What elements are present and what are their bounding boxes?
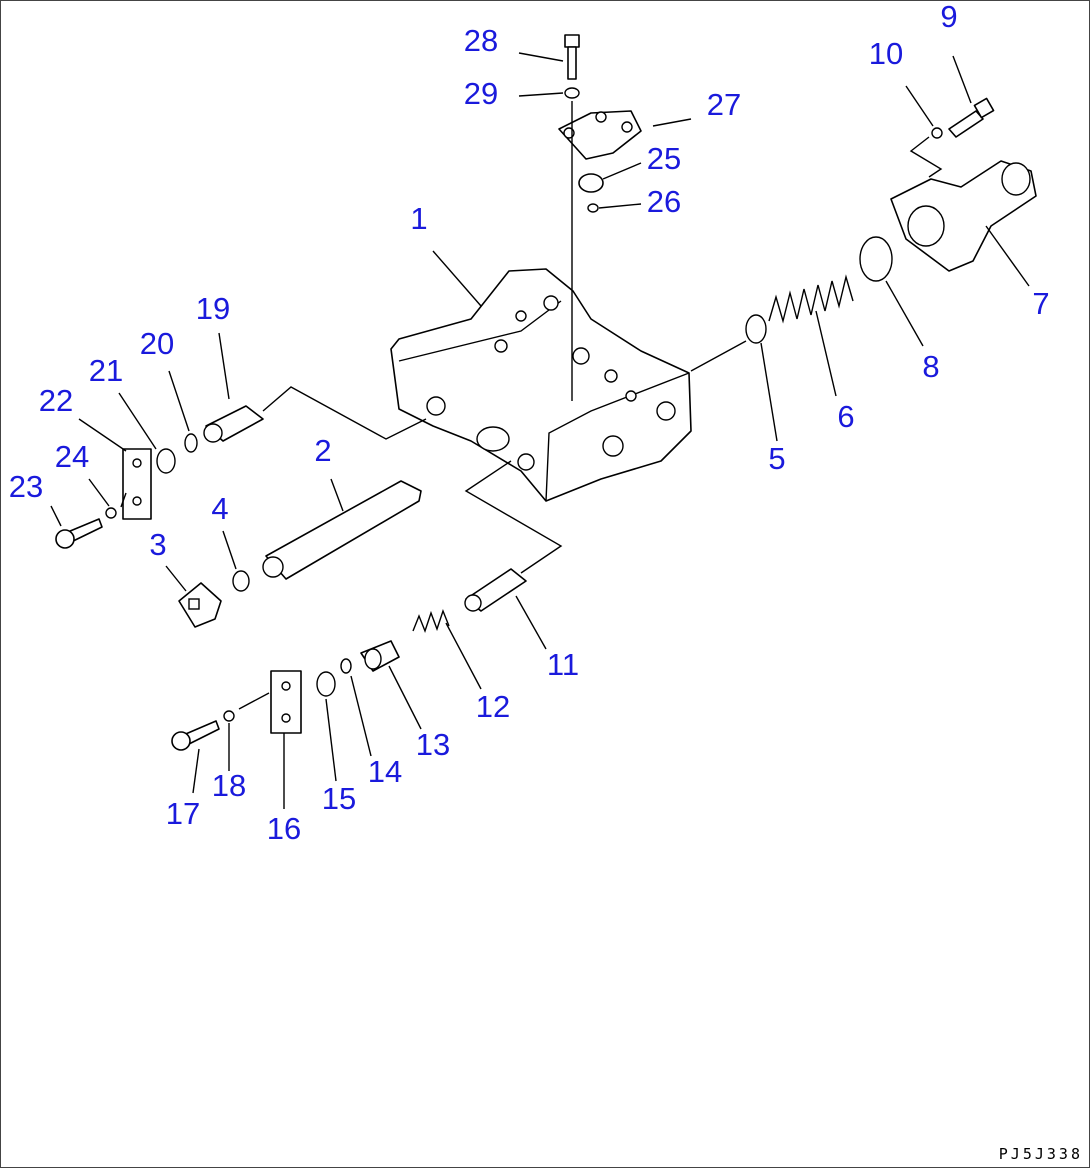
callout-18: 18	[212, 768, 246, 803]
part-22-plate	[122, 448, 152, 520]
part-16-plate	[270, 670, 302, 734]
part-1-valve-body	[390, 268, 692, 502]
callout-24: 24	[55, 439, 89, 474]
callout-10: 10	[869, 36, 903, 71]
part-24-washer	[105, 507, 117, 519]
callout-17: 17	[166, 796, 200, 831]
part-19-sleeve	[203, 405, 264, 443]
callout-28: 28	[464, 23, 498, 58]
part-8-gasket	[859, 236, 893, 282]
part-6-spring	[768, 274, 854, 324]
diagram-code: PJ5J338	[998, 1145, 1083, 1163]
callout-4: 4	[211, 491, 228, 526]
part-23-bolt	[55, 518, 103, 549]
part-26-o-ring	[587, 203, 599, 213]
part-5-washer	[745, 314, 767, 344]
callout-22: 22	[39, 383, 73, 418]
callout-20: 20	[140, 326, 174, 361]
part-10-washer	[931, 127, 943, 139]
callout-5: 5	[768, 441, 785, 476]
callout-19: 19	[196, 291, 230, 326]
part-18-washer	[223, 710, 235, 722]
part-20-o-ring	[184, 433, 198, 453]
callout-8: 8	[922, 349, 939, 384]
callout-21: 21	[89, 353, 123, 388]
part-25-seat	[578, 173, 604, 193]
callout-11: 11	[547, 647, 579, 682]
callout-3: 3	[149, 527, 166, 562]
part-11-valve	[464, 568, 527, 612]
part-12-spring	[412, 608, 450, 634]
leader-lines	[50, 52, 1030, 809]
part-3-plug	[178, 582, 222, 628]
callout-6: 6	[837, 399, 854, 434]
callout-9: 9	[940, 1, 957, 34]
assembly-lines	[120, 101, 943, 710]
callout-25: 25	[647, 141, 681, 176]
part-15-washer	[316, 671, 336, 697]
callout-16: 16	[267, 811, 301, 846]
callout-15: 15	[322, 781, 356, 816]
callout-12: 12	[476, 689, 510, 724]
part-7-cover	[890, 160, 1037, 272]
callout-labels: 1 2 3 4 5 6 7 8 9 10 11 12 13 14 15 16 1…	[9, 1, 1050, 846]
callout-1: 1	[410, 201, 427, 236]
callout-26: 26	[647, 184, 681, 219]
callout-2: 2	[314, 433, 331, 468]
callout-14: 14	[368, 754, 402, 789]
part-17-bolt	[171, 720, 220, 751]
part-9-bolt	[948, 97, 995, 138]
callout-23: 23	[9, 469, 43, 504]
part-29-washer	[564, 87, 580, 99]
callout-13: 13	[416, 727, 450, 762]
callout-7: 7	[1032, 286, 1049, 321]
callout-27: 27	[707, 87, 741, 122]
part-13-plug	[360, 640, 400, 672]
part-4-o-ring	[232, 570, 250, 592]
part-2-spool	[262, 480, 422, 580]
part-27-bracket	[558, 110, 642, 160]
part-21-washer	[156, 448, 176, 474]
part-14-o-ring	[340, 658, 352, 674]
part-28-bolt	[564, 34, 580, 80]
callout-29: 29	[464, 76, 498, 111]
